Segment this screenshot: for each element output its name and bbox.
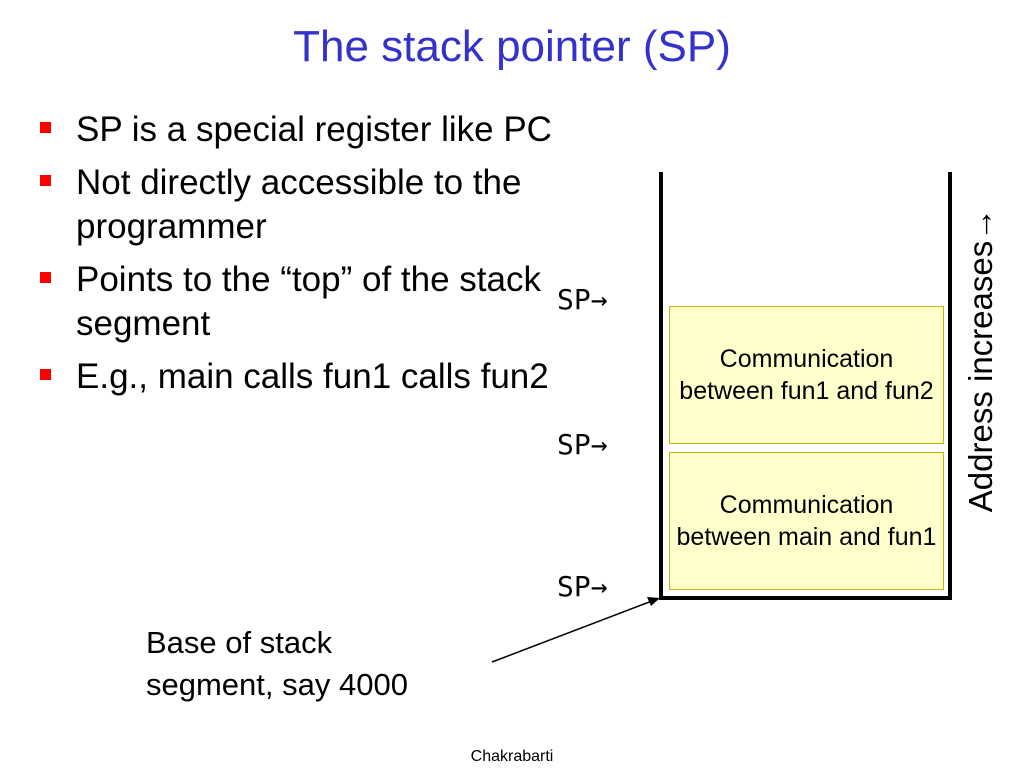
square-bullet-icon (40, 272, 51, 283)
square-bullet-icon (40, 369, 51, 380)
base-pointer-arrowhead (647, 597, 660, 606)
bullet-list: SP is a special register like PC Not dir… (38, 108, 558, 408)
bullet-item: SP is a special register like PC (38, 108, 558, 152)
stack-left-wall (659, 172, 663, 600)
bullet-text: SP is a special register like PC (76, 110, 552, 149)
bullet-item: E.g., main calls fun1 calls fun2 (38, 355, 558, 399)
stack-right-wall (948, 172, 952, 600)
base-label-line: Base of stack (146, 625, 333, 660)
bullet-item: Points to the “top” of the stack segment (38, 258, 558, 346)
stack-base (659, 596, 952, 600)
slide-title: The stack pointer (SP) (293, 22, 731, 71)
square-bullet-icon (40, 122, 51, 133)
sp-pointer-top: SP→ (557, 283, 608, 316)
stack-frame-label: Communication between fun1 and fun2 (679, 345, 934, 405)
base-label-line: segment, say 4000 (146, 667, 408, 702)
footer-author: Chakrabarti (470, 748, 554, 765)
stack-frame-label: Communication between main and fun1 (676, 491, 937, 551)
base-label: Base of stack segment, say 4000 (146, 622, 408, 706)
stack-frame-main-fun1: Communication between main and fun1 (669, 452, 944, 590)
bullet-text: E.g., main calls fun1 calls fun2 (76, 357, 549, 396)
stack-frame-fun1-fun2: Communication between fun1 and fun2 (669, 306, 944, 444)
sp-pointer-bottom: SP→ (557, 570, 608, 603)
sp-pointer-middle: SP→ (557, 428, 608, 461)
bullet-text: Points to the “top” of the stack segment (76, 260, 541, 343)
bullet-text: Not directly accessible to the programme… (76, 163, 522, 246)
square-bullet-icon (40, 175, 51, 186)
base-pointer-line (491, 600, 653, 663)
bullet-item: Not directly accessible to the programme… (38, 161, 558, 249)
